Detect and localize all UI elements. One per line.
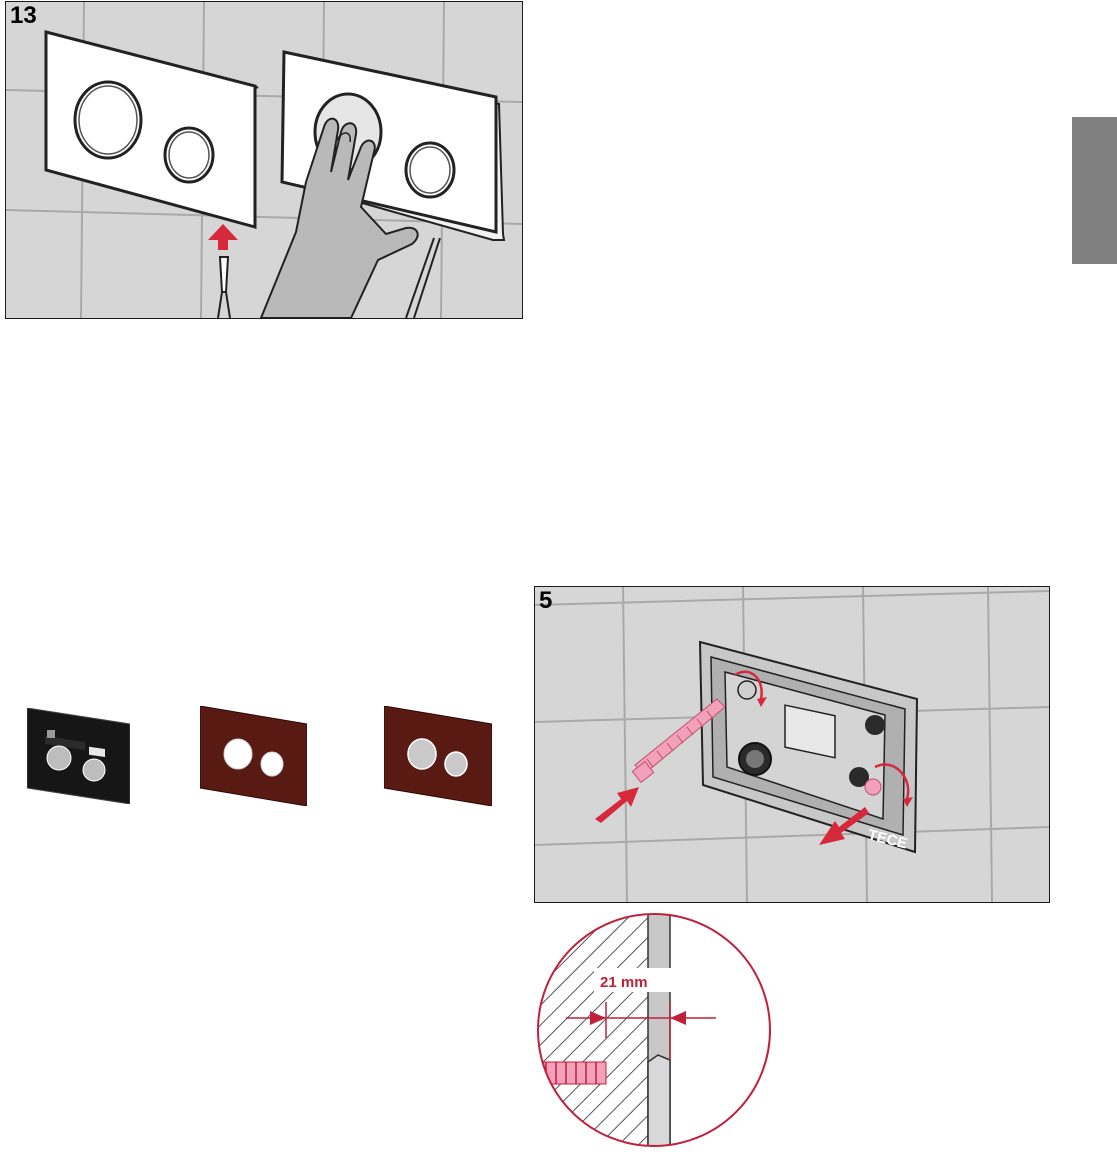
up-arrow-icon	[208, 224, 238, 250]
wall-section	[536, 910, 648, 1150]
screwdriver-right-icon	[406, 238, 440, 318]
mounting-frame	[700, 642, 917, 852]
figure-13-illustration	[6, 2, 522, 318]
step-number-13: 13	[10, 4, 37, 28]
step-number-5: 5	[539, 589, 552, 613]
left-cover-plate	[46, 32, 258, 227]
black-glass-plate	[27, 708, 130, 804]
push-arrow-icon	[595, 787, 639, 823]
screwdriver-icon	[218, 257, 230, 318]
depth-detail-circle: 21 mm	[536, 910, 772, 1150]
figure-5-panel: TECE 5	[534, 586, 1050, 903]
dimension-label: 21 mm	[600, 974, 648, 991]
wood-plate-white-buttons	[200, 706, 307, 806]
section-tab-marker	[1072, 117, 1117, 264]
figure-5-illustration: TECE	[535, 587, 1049, 902]
figure-13-panel: 13	[5, 1, 523, 319]
wood-plate-chrome-buttons	[384, 706, 492, 806]
